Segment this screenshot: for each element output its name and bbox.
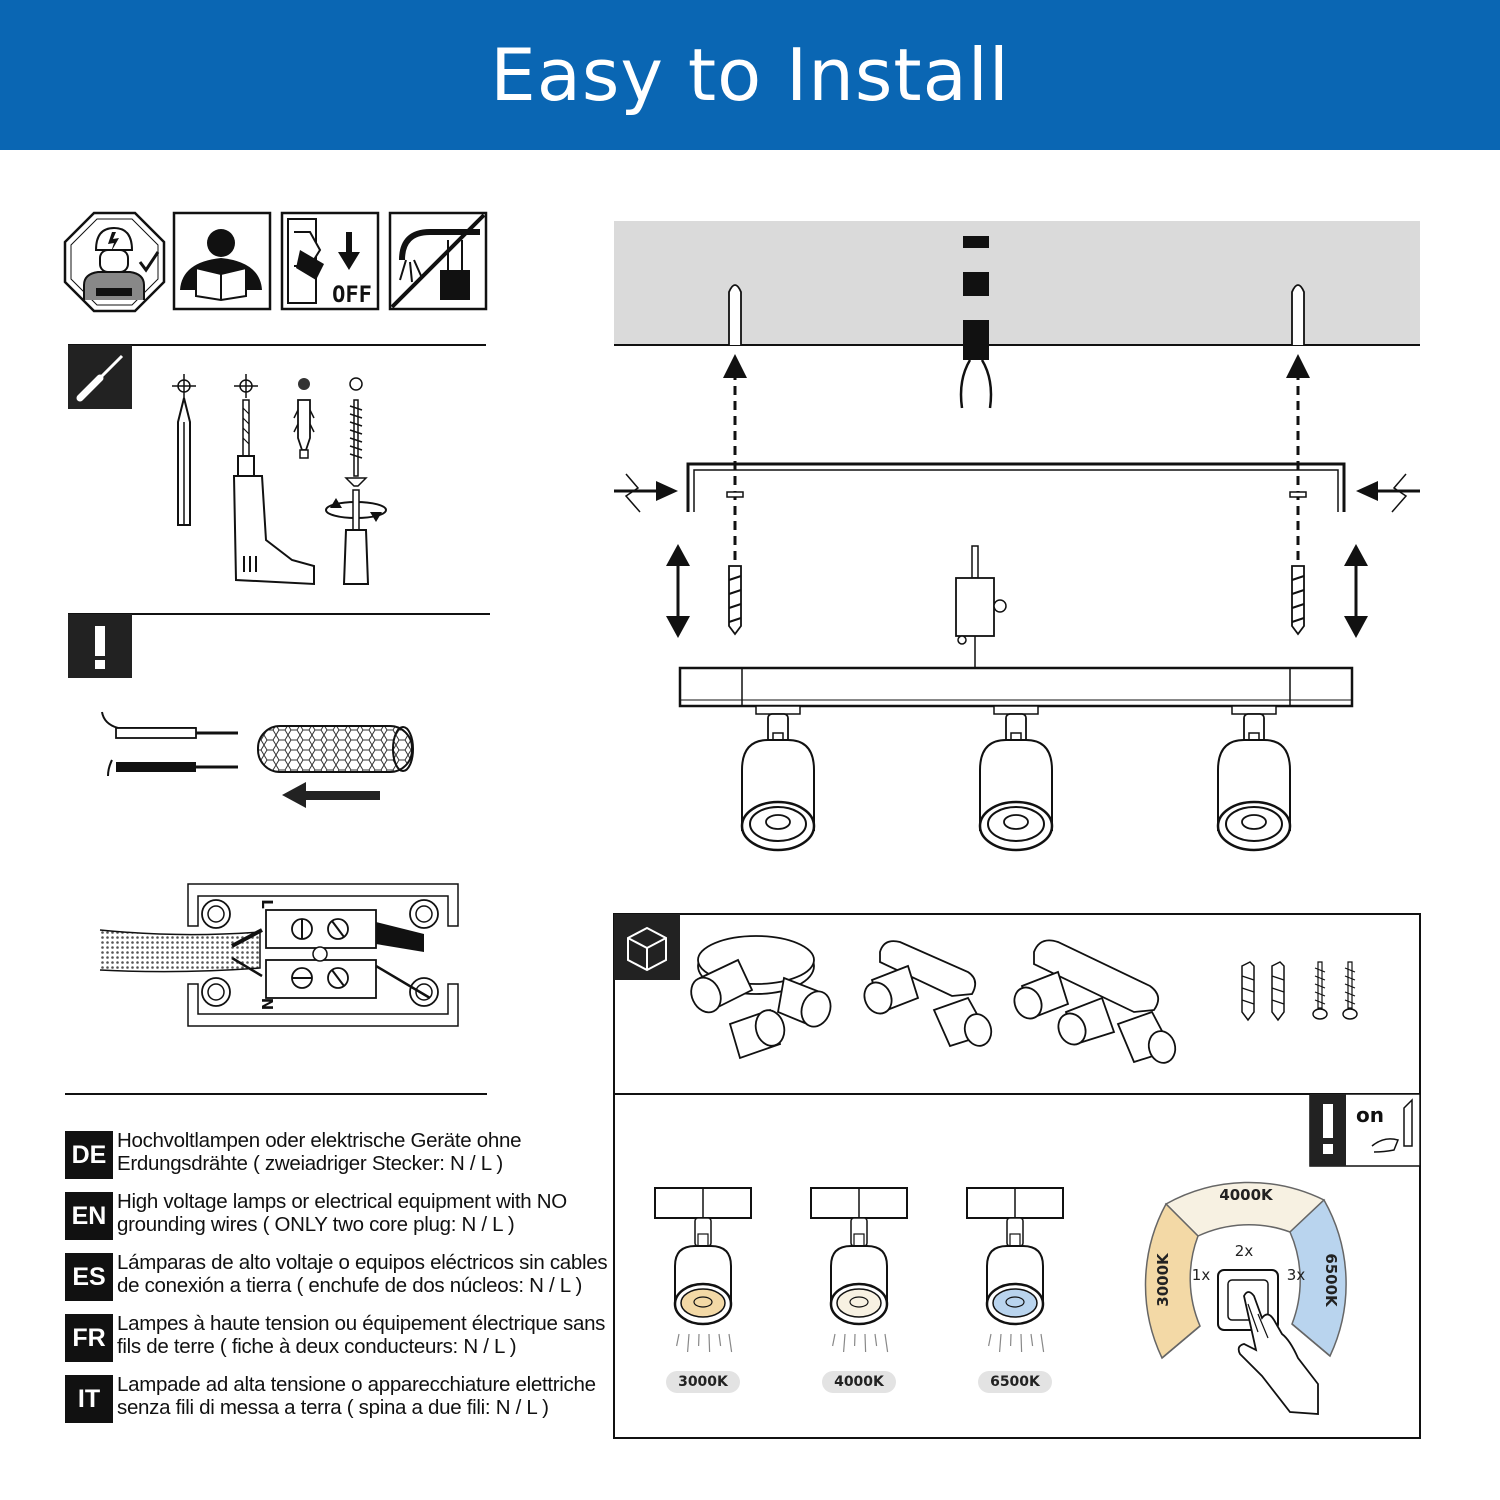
temperature-lamp <box>654 1187 752 1353</box>
warning-line-1: High voltage lamps or electrical equipme… <box>117 1190 567 1213</box>
page-title: Easy to Install <box>490 33 1010 117</box>
language-warning-text: High voltage lamps or electrical equipme… <box>117 1190 605 1236</box>
language-warning-text: Lampes à haute tension ou équipement éle… <box>117 1312 605 1358</box>
three-head-bar-fixture <box>1013 939 1177 1064</box>
ring-label-top: 4000K <box>1219 1186 1274 1204</box>
language-code: DE <box>65 1131 113 1179</box>
spotlight-head <box>978 705 1054 852</box>
header-banner: Easy to Install <box>0 0 1500 150</box>
warning-line-1: Hochvoltlampen oder elektrische Geräte o… <box>117 1129 522 1152</box>
terminal-label-l: L <box>258 899 276 909</box>
warning-line-2: senza fili di messa a terra ( spina a du… <box>117 1396 549 1419</box>
warning-line-2: de conexión a tierra ( enchufe de dos nú… <box>117 1274 583 1297</box>
temperature-label: 3000K <box>666 1371 740 1393</box>
package-contents-panel <box>613 913 1421 1095</box>
wall-anchors-icon <box>1241 961 1285 1022</box>
two-head-bar-fixture <box>863 940 993 1048</box>
language-code: ES <box>65 1253 113 1301</box>
temperature-label: 4000K <box>822 1371 896 1393</box>
box-icon <box>614 914 680 980</box>
warning-line-1: Lampade ad alta tensione o apparecchiatu… <box>117 1373 596 1396</box>
drill-step-icon <box>232 374 315 586</box>
ring-label-left: 3000K <box>1154 1252 1172 1307</box>
press-2x-label: 2x <box>1235 1242 1254 1260</box>
off-label: OFF <box>332 283 372 308</box>
temperature-lamp <box>810 1187 908 1353</box>
temperature-lamps <box>654 1187 1064 1353</box>
sleeve-icon <box>257 725 414 773</box>
warning-line-2: grounding wires ( ONLY two core plug: N … <box>117 1213 515 1236</box>
electrician-icon <box>63 211 166 313</box>
press-3x-label: 3x <box>1287 1266 1306 1284</box>
hand-press-icon <box>1237 1291 1319 1415</box>
terminal-label-n: N <box>258 998 276 1011</box>
ceiling-mount-diagram <box>614 221 1420 708</box>
language-warning-text: Hochvoltlampen oder elektrische Geräte o… <box>117 1129 605 1175</box>
power-off-icon: OFF <box>280 211 380 311</box>
pencil-step-icon <box>172 374 196 526</box>
press-1x-label: 1x <box>1192 1266 1211 1284</box>
spotlight-head <box>1216 705 1292 852</box>
warning-line-2: fils de terre ( fiche à deux conducteurs… <box>117 1335 517 1358</box>
switch-ring: 4000K 3000K 6500K 2x 1x 3x <box>1144 1181 1347 1415</box>
stripped-wire-icon <box>101 711 238 777</box>
slide-left-arrow <box>282 782 380 808</box>
three-head-round-fixture <box>690 935 832 1060</box>
color-temperature-panel: on 4000K 3000K 6500K 2x 1x 3x <box>613 1093 1421 1439</box>
language-code: FR <box>65 1314 113 1362</box>
warning-line-1: Lámparas de alto voltaje o equipos eléct… <box>117 1251 608 1274</box>
no-ground-wire-icon <box>388 211 488 311</box>
on-switch-note: on <box>1309 1093 1421 1167</box>
temperature-lamp <box>966 1187 1064 1353</box>
terminal-block-icon: L N <box>99 883 459 1027</box>
screw-step-icon <box>325 377 387 585</box>
spotlight-heads <box>740 705 1292 852</box>
ring-label-right: 6500K <box>1322 1253 1340 1308</box>
language-warning-text: Lampade ad alta tensione o apparecchiatu… <box>117 1373 605 1419</box>
read-manual-icon <box>172 211 272 311</box>
screws-icon <box>1312 961 1358 1020</box>
warning-icon <box>68 614 132 678</box>
language-code: EN <box>65 1192 113 1240</box>
on-label: on <box>1356 1103 1384 1127</box>
spotlight-head <box>740 705 816 852</box>
warning-line-2: Erdungsdrähte ( zweiadriger Stecker: N /… <box>117 1152 503 1175</box>
language-code: IT <box>65 1375 113 1423</box>
language-warning-text: Lámparas de alto voltaje o equipos eléct… <box>117 1251 608 1297</box>
anchor-step-icon <box>293 378 315 459</box>
temperature-label: 6500K <box>978 1371 1052 1393</box>
warning-line-1: Lampes à haute tension ou équipement éle… <box>117 1312 606 1335</box>
screwdriver-icon <box>68 345 132 409</box>
